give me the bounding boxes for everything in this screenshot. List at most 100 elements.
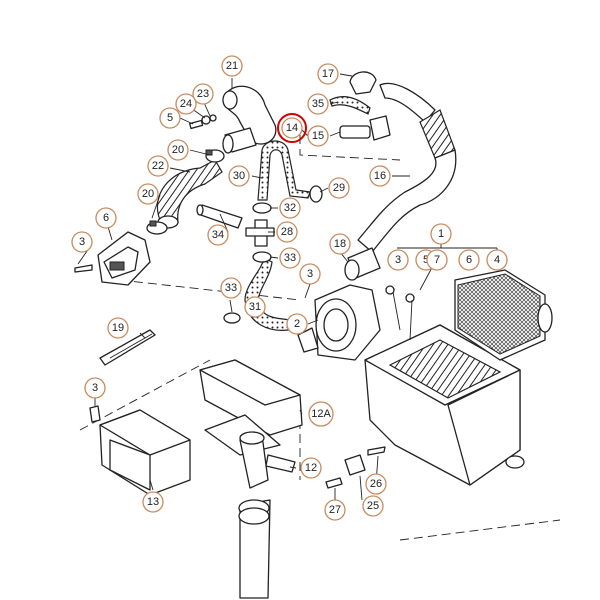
callout-circle	[175, 93, 197, 115]
clamp-29	[309, 185, 323, 203]
hose-connector-upper	[222, 127, 257, 154]
callout-circle	[300, 457, 322, 479]
callout-25: 25	[362, 495, 384, 517]
callout-label: 19	[112, 322, 124, 334]
callout-circle	[307, 93, 329, 115]
callout-circle	[362, 495, 384, 517]
clamp-20-upper	[205, 149, 225, 163]
callout-circle	[369, 165, 391, 187]
callout-circle	[95, 207, 117, 229]
callout-27: 27	[324, 499, 346, 521]
callout-circle	[317, 63, 339, 85]
callout-6: 6	[458, 249, 480, 271]
callout-3: 3	[71, 231, 93, 253]
callout-12A: 12A	[308, 401, 334, 427]
callout-label: 28	[281, 226, 293, 238]
vacuum-hose-30	[257, 140, 311, 201]
callout-21: 21	[221, 55, 243, 77]
callout-circle	[299, 263, 321, 285]
callout-label: 26	[370, 478, 382, 490]
clamp-33-center	[252, 251, 272, 263]
callout-label: 31	[249, 301, 261, 313]
callout-5: 5	[159, 107, 181, 129]
callout-circle	[142, 491, 164, 513]
callout-label: 12	[305, 462, 317, 474]
intake-tube-top	[379, 82, 456, 159]
callout-circle	[286, 313, 308, 335]
callout-33: 33	[279, 247, 301, 269]
callout-label: 20	[172, 144, 184, 156]
t-piece-28	[245, 219, 275, 247]
callout-circle	[430, 223, 452, 245]
callout-label: 7	[434, 254, 440, 266]
callout-16: 16	[369, 165, 391, 187]
callout-label: 16	[374, 170, 386, 182]
hose-34	[196, 204, 243, 229]
callout-circle	[279, 247, 301, 269]
callout-35: 35	[307, 93, 329, 115]
callout-circle	[281, 117, 303, 139]
callout-4: 4	[486, 249, 508, 271]
callout-label: 6	[466, 254, 472, 266]
pipe-12	[238, 431, 296, 599]
callout-label: 22	[152, 160, 164, 172]
callout-circle	[329, 233, 351, 255]
clamp-33-lower	[223, 312, 241, 324]
filter-element-4	[454, 269, 553, 361]
callout-31: 31	[244, 296, 266, 318]
callout-circle	[192, 83, 214, 105]
callout-circle	[159, 107, 181, 129]
bracket-26	[325, 446, 386, 489]
callout-15: 15	[307, 125, 329, 147]
callout-circle	[324, 499, 346, 521]
callout-label: 3	[79, 236, 85, 248]
callout-2: 2	[286, 313, 308, 335]
callout-label: 3	[307, 268, 313, 280]
callout-label: 25	[367, 500, 379, 512]
callout-28: 28	[276, 221, 298, 243]
callout-circle	[458, 249, 480, 271]
callout-label: 3	[395, 254, 401, 266]
callout-3: 3	[299, 263, 321, 285]
hose-21	[222, 85, 277, 145]
callout-23: 23	[192, 83, 214, 105]
callout-circle	[220, 277, 242, 299]
clip-17	[349, 71, 377, 95]
callout-20: 20	[137, 183, 159, 205]
callout-label: 2	[294, 318, 300, 330]
callout-label: 29	[333, 182, 345, 194]
callout-label: 15	[312, 130, 324, 142]
throttle-body-2	[297, 284, 381, 361]
callout-label: 17	[322, 68, 334, 80]
callout-circle	[137, 183, 159, 205]
callout-circle	[276, 221, 298, 243]
callout-label: 18	[334, 238, 346, 250]
callout-circle	[365, 473, 387, 495]
callout-label: 13	[147, 496, 159, 508]
callout-29: 29	[328, 177, 350, 199]
callout-group: 2123245202220633430322833333114173515162…	[71, 55, 508, 521]
callout-32: 32	[279, 197, 301, 219]
callout-label: 6	[103, 212, 109, 224]
callout-circle	[147, 155, 169, 177]
screw-5-7	[385, 285, 415, 341]
callout-circle	[84, 377, 106, 399]
callout-circle	[387, 249, 409, 271]
callout-label: 1	[438, 228, 444, 240]
callout-circle	[221, 55, 243, 77]
callout-30: 30	[228, 165, 250, 187]
callout-label: 12A	[311, 408, 331, 420]
callout-label: 14	[286, 122, 298, 134]
callout-18: 18	[329, 233, 351, 255]
callout-17: 17	[317, 63, 339, 85]
screw-5-washer-23-24	[189, 114, 217, 130]
callout-20: 20	[167, 139, 189, 161]
dashed-guide-lines	[79, 135, 561, 541]
callout-6: 6	[95, 207, 117, 229]
clamp-32	[252, 202, 272, 214]
callout-label: 5	[167, 112, 173, 124]
callout-24: 24	[175, 93, 197, 115]
callout-label: 23	[197, 88, 209, 100]
callout-circle	[279, 197, 301, 219]
